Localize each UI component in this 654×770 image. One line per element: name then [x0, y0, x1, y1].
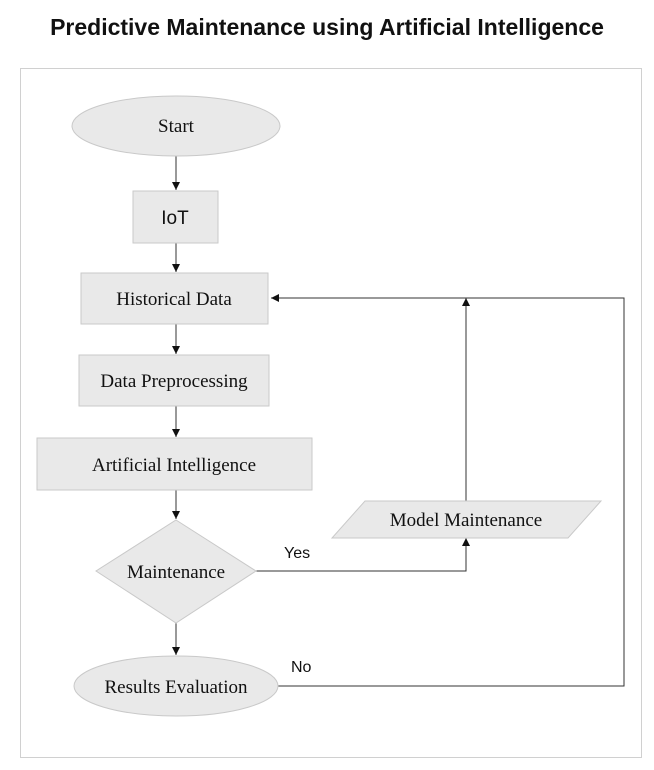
- node-data-preprocessing: Data Preprocessing: [78, 354, 270, 407]
- edge-no-loop: [271, 294, 625, 687]
- edge-label-no: No: [291, 659, 312, 676]
- node-historical-data: Historical Data: [80, 272, 269, 325]
- node-iot: IoT: [132, 190, 219, 244]
- node-artificial-intelligence-label: Artificial Intelligence: [92, 455, 256, 476]
- node-maintenance-decision-label: Maintenance: [127, 562, 225, 583]
- node-start: Start: [71, 95, 281, 157]
- node-model-maintenance-label: Model Maintenance: [390, 510, 542, 531]
- node-maintenance-decision: Maintenance: [95, 519, 257, 624]
- node-results-evaluation-label: Results Evaluation: [104, 677, 248, 698]
- connectors: [172, 156, 625, 687]
- edge-label-yes: Yes: [284, 545, 310, 562]
- node-iot-label: IoT: [161, 208, 189, 229]
- node-model-maintenance: Model Maintenance: [330, 500, 603, 539]
- diagram-title: Predictive Maintenance using Artificial …: [50, 14, 604, 40]
- node-start-label: Start: [158, 116, 195, 137]
- edge-yes-model-maintenance: [256, 538, 470, 572]
- node-results-evaluation: Results Evaluation: [73, 655, 279, 717]
- diagram-frame: [20, 68, 642, 758]
- node-data-preprocessing-label: Data Preprocessing: [100, 371, 248, 392]
- node-artificial-intelligence: Artificial Intelligence: [36, 437, 313, 491]
- node-historical-data-label: Historical Data: [116, 289, 232, 310]
